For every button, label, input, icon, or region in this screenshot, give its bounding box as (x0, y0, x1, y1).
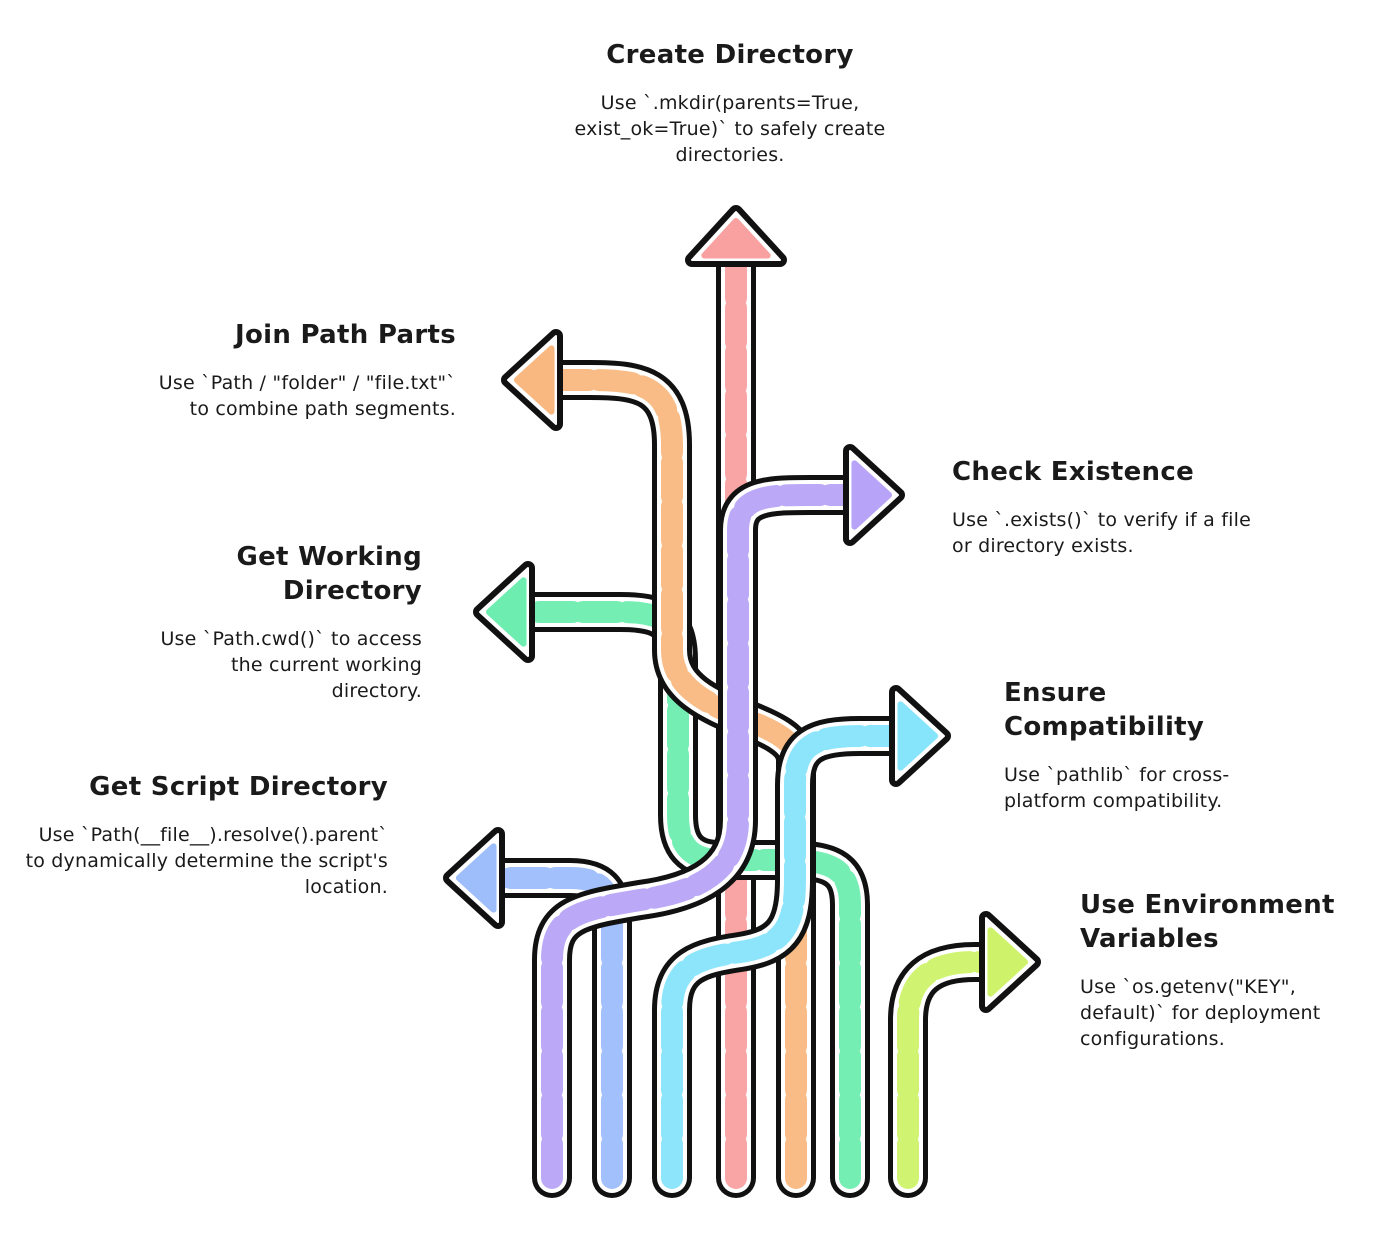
node-create-directory-desc: Use `.mkdir(parents=True, exist_ok=True)… (574, 92, 886, 166)
node-check-existence: Check Existence Use `.exists()` to verif… (952, 455, 1252, 559)
node-ensure-compatibility-title: Ensure Compatibility (1004, 678, 1205, 742)
node-join-path-parts-desc: Use `Path / "folder" / "file.txt"` to co… (158, 372, 456, 420)
node-use-environment-variables: Use Environment Variables Use `os.getenv… (1080, 888, 1380, 1052)
node-use-environment-variables-title: Use Environment Variables (1080, 890, 1335, 954)
node-get-working-directory-desc: Use `Path.cwd()` to access the current w… (160, 628, 422, 702)
arrow-check-existence (532, 444, 905, 1198)
node-get-script-directory: Get Script Directory Use `Path(__file__)… (20, 770, 388, 900)
node-get-working-directory-title: Get Working Directory (236, 542, 422, 606)
node-join-path-parts: Join Path Parts Use `Path / "folder" / "… (150, 318, 456, 422)
node-get-script-directory-desc: Use `Path(__file__).resolve().parent` to… (25, 824, 388, 898)
node-use-environment-variables-desc: Use `os.getenv("KEY", default)` for depl… (1080, 976, 1321, 1050)
node-create-directory: Create Directory Use `.mkdir(parents=Tru… (560, 38, 900, 168)
node-check-existence-desc: Use `.exists()` to verify if a file or d… (952, 509, 1251, 557)
arrow-get-script-directory (443, 827, 632, 1198)
node-join-path-parts-title: Join Path Parts (234, 320, 456, 350)
node-get-working-directory: Get Working Directory Use `Path.cwd()` t… (150, 540, 422, 704)
node-check-existence-title: Check Existence (952, 457, 1195, 487)
node-create-directory-title: Create Directory (606, 40, 854, 70)
arrow-join-path-parts (501, 329, 816, 1198)
arrow-use-environment-variables (888, 911, 1041, 1198)
node-ensure-compatibility: Ensure Compatibility Use `pathlib` for c… (1004, 676, 1304, 814)
node-get-script-directory-title: Get Script Directory (89, 772, 388, 802)
arrow-ensure-compatibility (652, 685, 951, 1198)
node-ensure-compatibility-desc: Use `pathlib` for cross-platform compati… (1004, 764, 1230, 812)
